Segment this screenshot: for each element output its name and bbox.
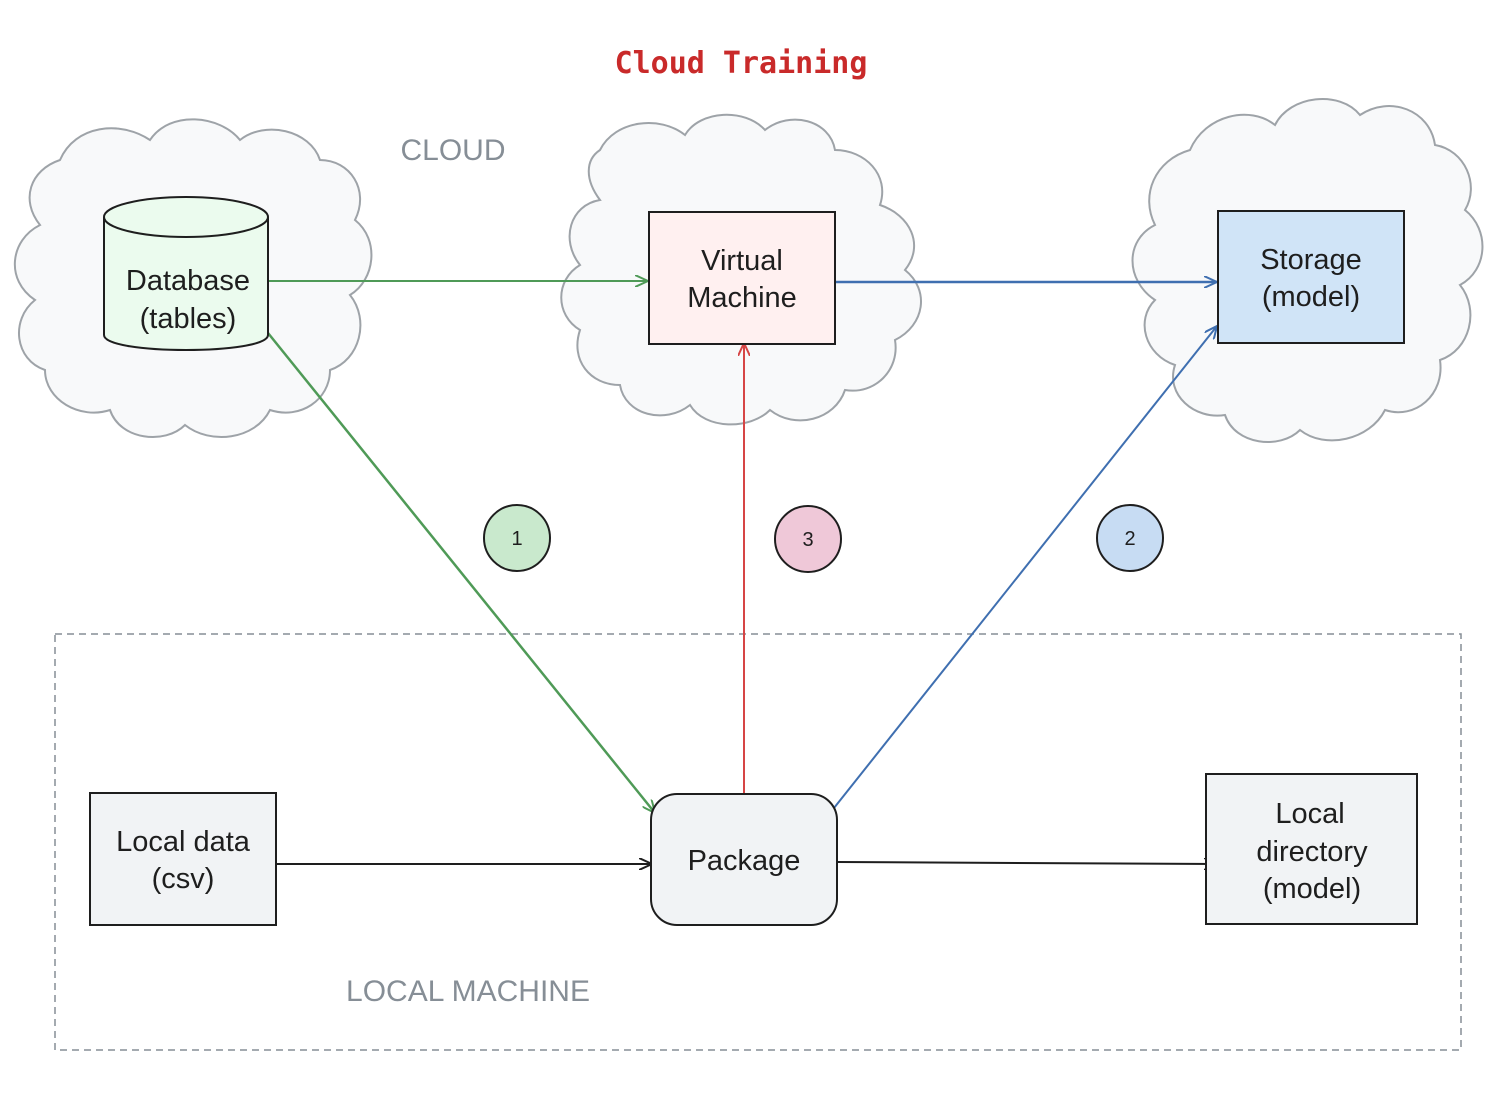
step-badge-1: 1 [483,504,551,572]
database-node: Database (tables) [103,196,269,351]
diagram-title: Cloud Training [615,46,868,81]
vm-label-line2: Machine [687,282,797,314]
arrow-package-to-localdir [836,862,1217,864]
local-machine-label: LOCAL MACHINE [346,975,590,1008]
step-badge-1-text: 1 [511,528,522,550]
database-label-line1: Database [126,265,250,297]
cloud-region-label: CLOUD [400,134,505,167]
storage-label-line1: Storage [1260,244,1362,276]
local-directory-node: Local directory (model) [1205,773,1418,925]
storage-node: Storage (model) [1217,210,1405,344]
local-dir-label-line2: directory [1256,836,1368,868]
virtual-machine-node: Virtual Machine [648,211,836,345]
arrow-database-to-package [267,332,655,813]
arrow-package-to-storage [833,326,1217,809]
local-data-label-line1: Local data [116,826,251,858]
step-badge-3: 3 [774,505,842,573]
vm-label-line1: Virtual [701,245,783,277]
step-badge-3-text: 3 [802,529,813,551]
local-dir-label-line3: (model) [1263,873,1361,905]
step-badge-2-text: 2 [1124,528,1135,550]
package-node: Package [650,793,838,926]
local-machine-region [54,633,1462,1051]
package-label: Package [688,845,801,877]
local-data-label-line2: (csv) [152,863,215,895]
database-label-line2: (tables) [140,303,237,335]
step-badge-2: 2 [1096,504,1164,572]
local-data-node: Local data (csv) [89,792,277,926]
local-dir-label-line1: Local [1275,798,1344,830]
storage-label-line2: (model) [1262,281,1360,313]
